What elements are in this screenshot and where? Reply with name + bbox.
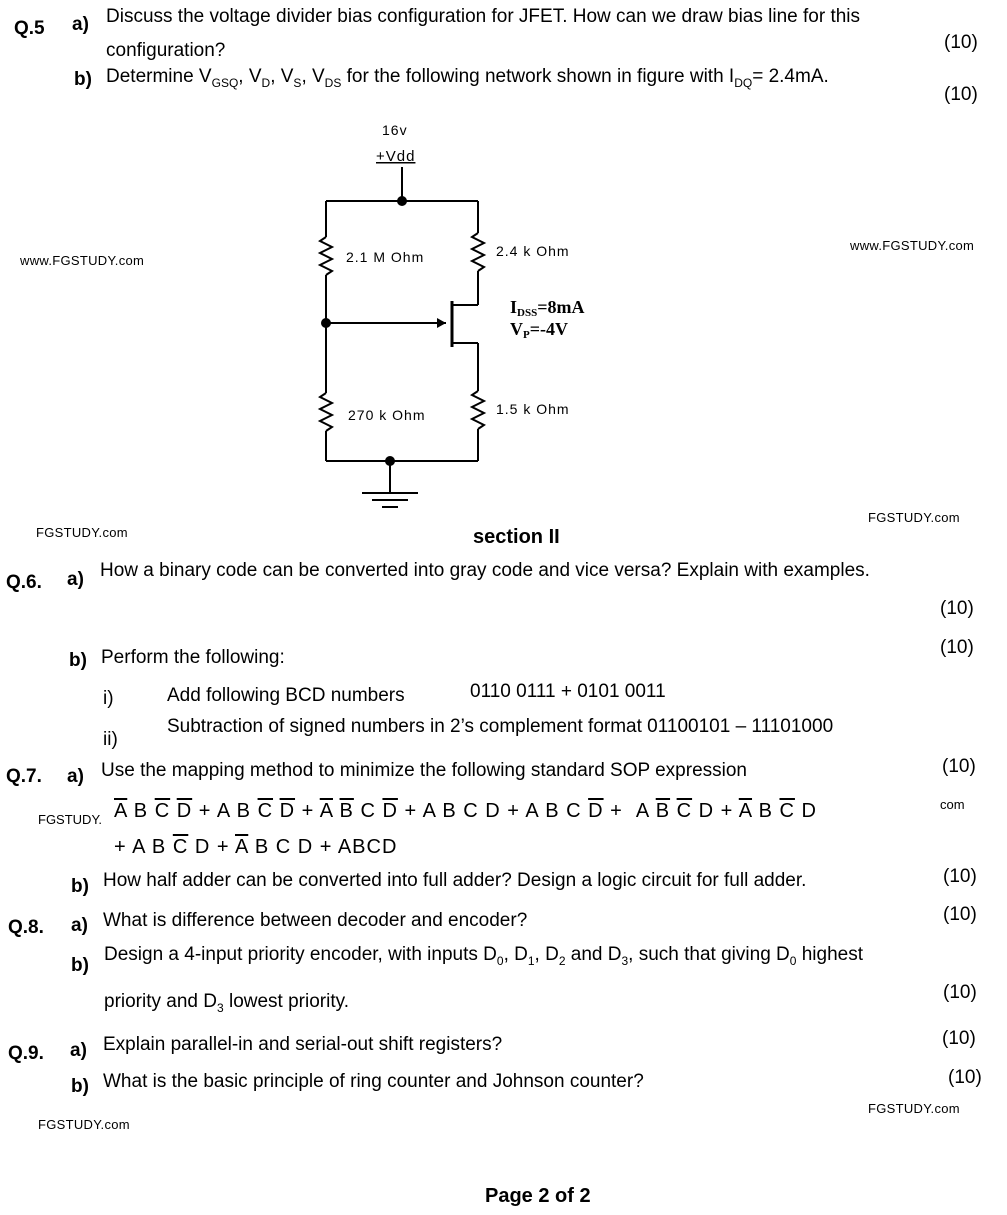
- q5-number: Q.5: [14, 18, 45, 39]
- page-number: Page 2 of 2: [485, 1185, 591, 1207]
- q8a-label: a): [71, 915, 88, 936]
- q7a-text: Use the mapping method to minimize the f…: [101, 760, 747, 781]
- sop-expression-line1: A B C D + A B C D + A B C D + A B C D + …: [114, 800, 817, 822]
- junction-dot-gate: [321, 318, 331, 328]
- q5a-marks: (10): [944, 32, 978, 53]
- q5a-label: a): [72, 14, 89, 35]
- q8b-text-cont: priority and D3 lowest priority.: [104, 991, 349, 1015]
- q6bi-label: i): [103, 688, 114, 709]
- q9b-label: b): [71, 1076, 89, 1097]
- jfet-circuit-diagram: 16v +Vdd 2.1 M Ohm 2.4 k Ohm 270 k Ohm 1…: [317, 122, 584, 508]
- supply-value: 16v: [382, 122, 408, 138]
- idss-label: IDSS=8mA: [510, 297, 584, 319]
- watermark: FGSTUDY.: [38, 812, 103, 827]
- q6b-text: Perform the following:: [101, 647, 285, 668]
- q6a-marks: (10): [940, 598, 974, 619]
- r3-label: 270 k Ohm: [348, 407, 425, 423]
- q8b-marks: (10): [943, 982, 977, 1003]
- q7a-label: a): [67, 766, 84, 787]
- q6bii-label: ii): [103, 729, 118, 750]
- sop-expression-line2: + A B C D + A B C D + ABCD: [114, 836, 398, 858]
- q6b-marks: (10): [940, 637, 974, 658]
- q7b-marks: (10): [943, 866, 977, 887]
- r3-resistor: [317, 392, 335, 432]
- junction-dot-bottom: [385, 456, 395, 466]
- q6b-label: b): [69, 650, 87, 671]
- vp-label: VP=-4V: [510, 319, 568, 341]
- q6a-label: a): [67, 569, 84, 590]
- watermark: FGSTUDY.com: [36, 525, 128, 540]
- r2-resistor: [469, 232, 487, 272]
- r1-resistor: [317, 236, 335, 276]
- q9a-label: a): [70, 1040, 87, 1061]
- junction-dot-top: [397, 196, 407, 206]
- watermark: www.FGSTUDY.com: [850, 238, 975, 253]
- q6bi-value: 0110 0111 + 0101 0011: [470, 681, 666, 702]
- q5a-text: Discuss the voltage divider bias configu…: [106, 6, 861, 27]
- q7b-label: b): [71, 876, 89, 897]
- q5b-marks: (10): [944, 84, 978, 105]
- q6bi-text: Add following BCD numbers: [167, 685, 405, 706]
- q5b-text: Determine VGSQ, VD, VS, VDS for the foll…: [106, 66, 829, 90]
- q7-number: Q.7.: [6, 766, 42, 787]
- watermark: FGSTUDY.com: [868, 1101, 960, 1116]
- q8a-text: What is difference between decoder and e…: [103, 910, 528, 931]
- q7a-marks: (10): [942, 756, 976, 777]
- r2-label: 2.4 k Ohm: [496, 243, 570, 259]
- watermark: FGSTUDY.com: [868, 510, 960, 525]
- watermark: com: [940, 797, 965, 812]
- q7b-text: How half adder can be converted into ful…: [103, 870, 807, 891]
- q9b-text: What is the basic principle of ring coun…: [103, 1071, 644, 1092]
- r1-label: 2.1 M Ohm: [346, 249, 424, 265]
- q8b-label: b): [71, 955, 89, 976]
- q6a-text: How a binary code can be converted into …: [100, 560, 870, 581]
- q6-number: Q.6.: [6, 572, 42, 593]
- q9a-text: Explain parallel-in and serial-out shift…: [103, 1034, 503, 1055]
- gate-arrow: [437, 318, 446, 328]
- q9b-marks: (10): [948, 1067, 982, 1088]
- r4-label: 1.5 k Ohm: [496, 401, 570, 417]
- watermark: www.FGSTUDY.com: [20, 253, 145, 268]
- q8-number: Q.8.: [8, 917, 44, 938]
- q5b-label: b): [74, 69, 92, 90]
- q8a-marks: (10): [943, 904, 977, 925]
- q6bii-text: Subtraction of signed numbers in 2’s com…: [167, 716, 834, 737]
- r4-resistor: [469, 390, 487, 430]
- q9a-marks: (10): [942, 1028, 976, 1049]
- q9-number: Q.9.: [8, 1043, 44, 1064]
- section-title: section II: [473, 526, 560, 548]
- supply-label: +Vdd: [376, 148, 415, 165]
- q8b-text: Design a 4-input priority encoder, with …: [104, 944, 863, 968]
- q5a-text-cont: configuration?: [106, 40, 226, 61]
- watermark: FGSTUDY.com: [38, 1117, 130, 1132]
